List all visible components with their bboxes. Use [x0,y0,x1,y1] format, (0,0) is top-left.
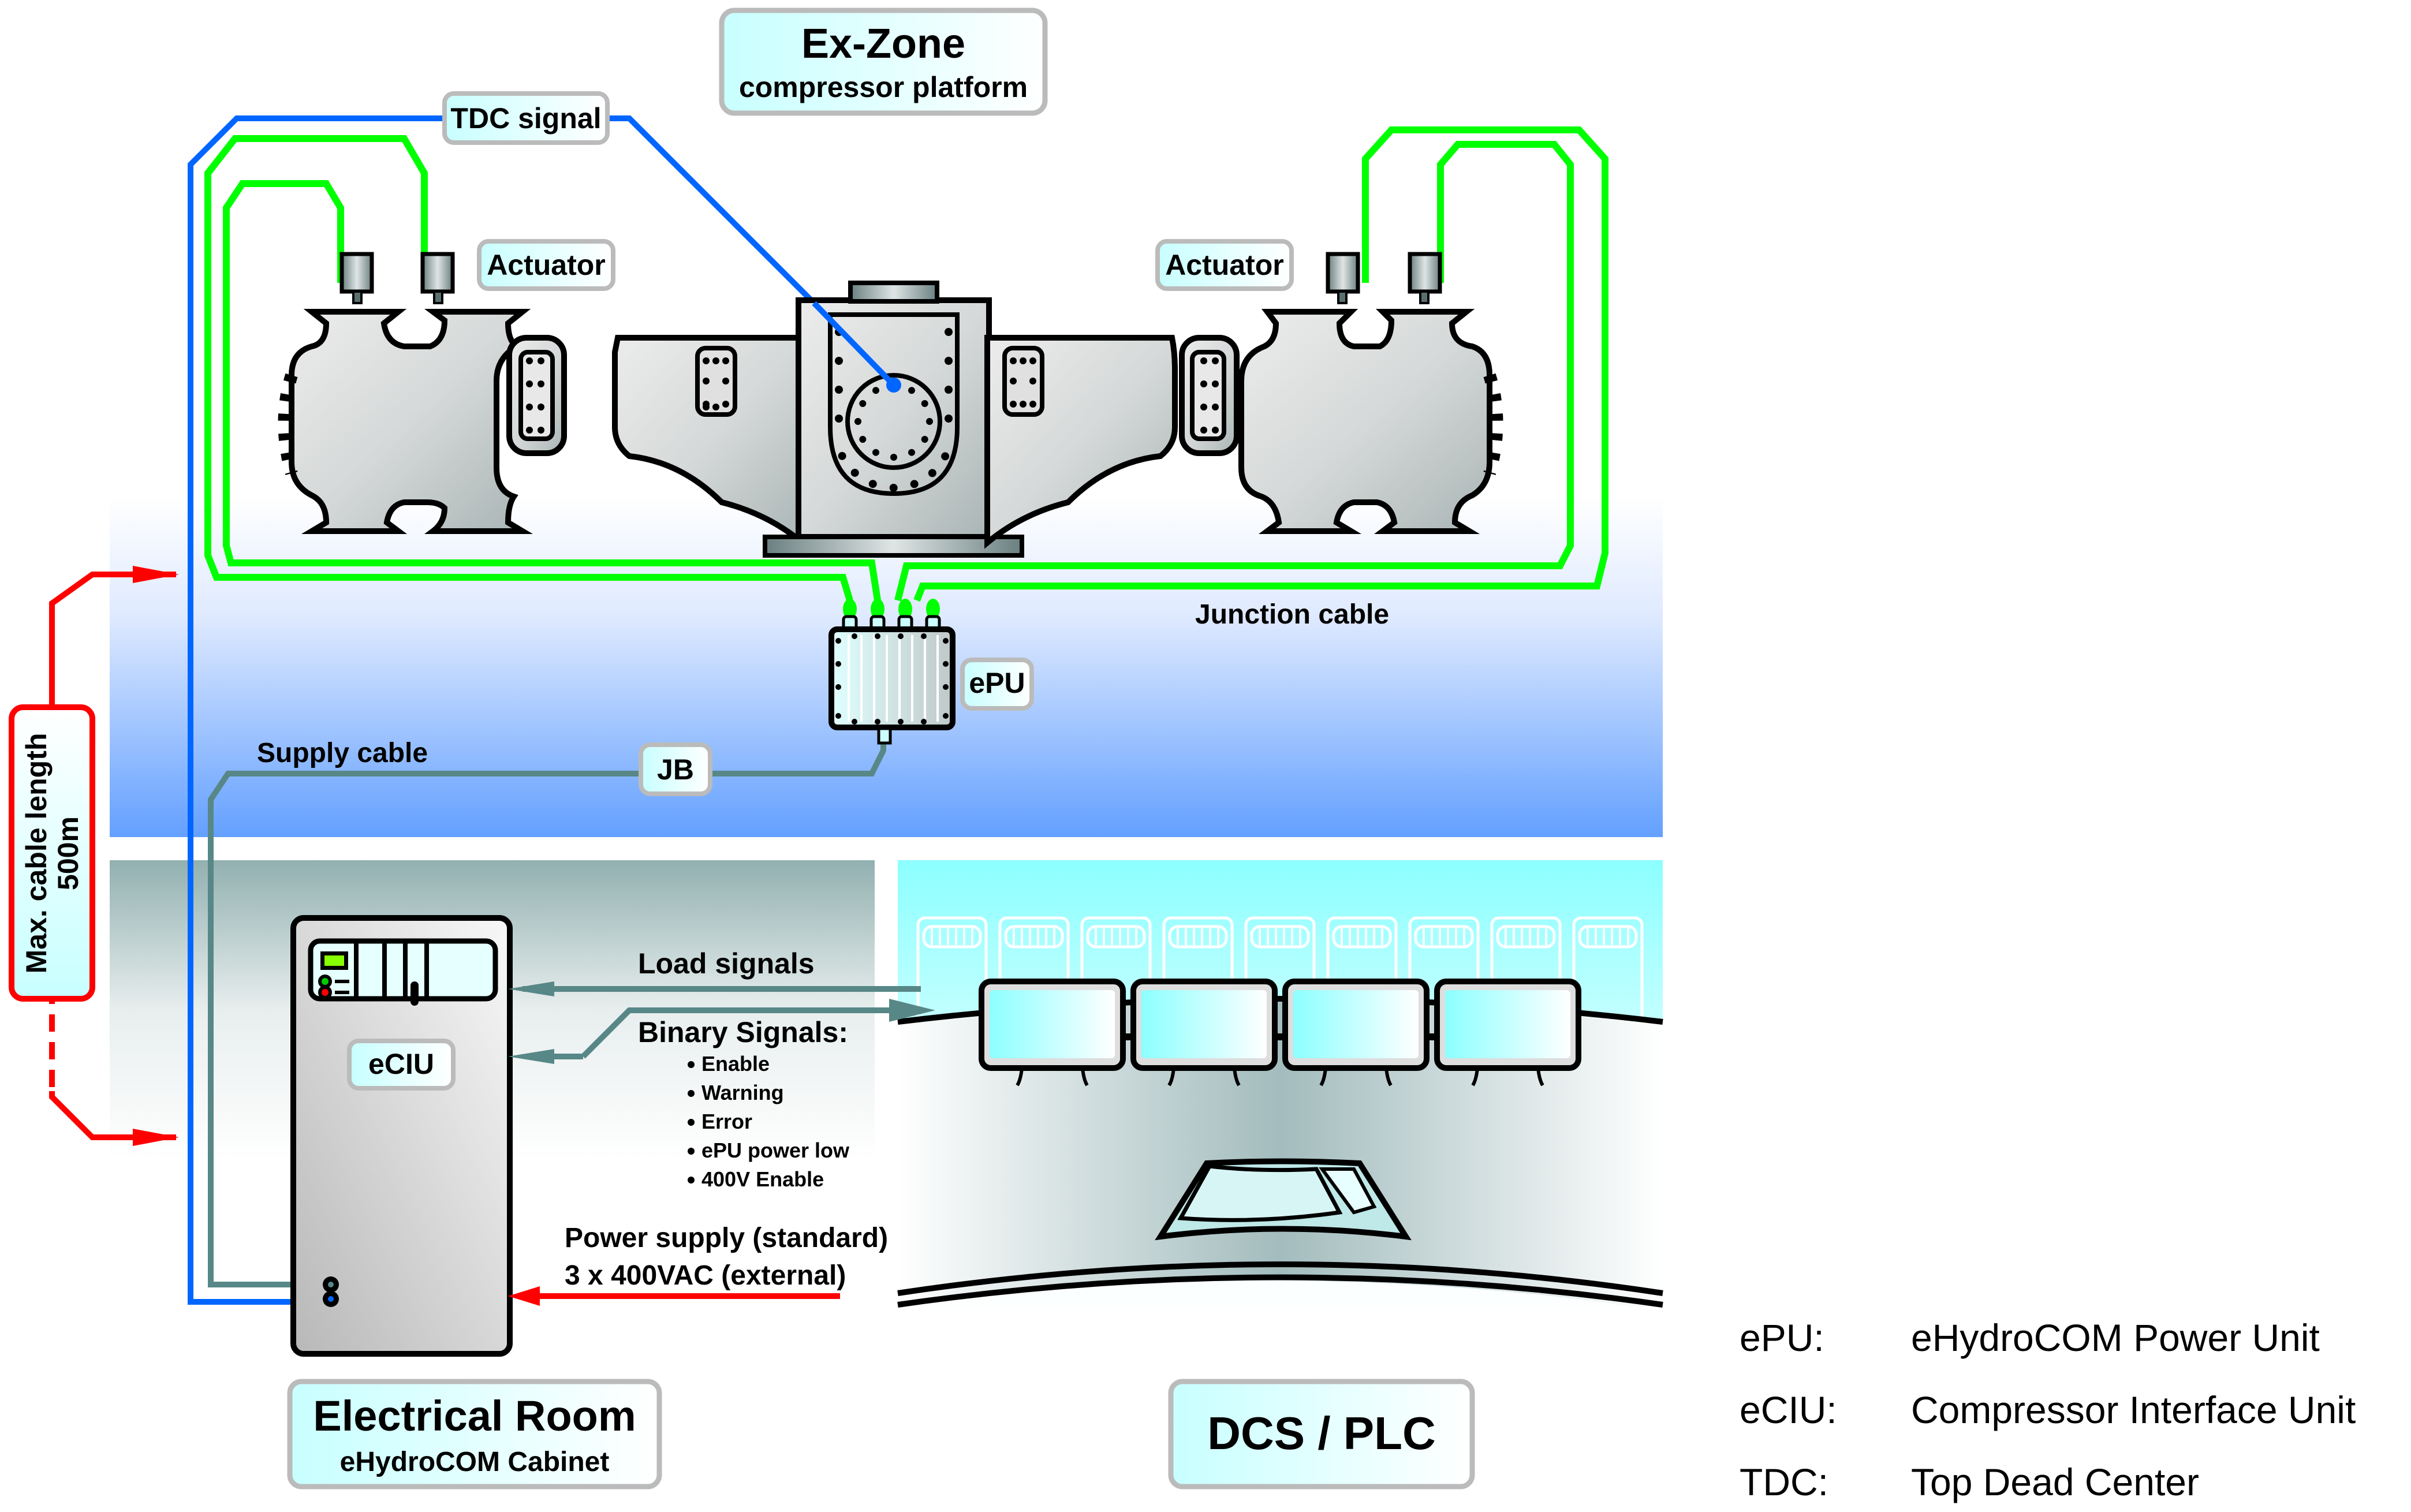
ex-zone-title: Ex-Zone [801,21,965,67]
bullet-icon [688,1148,695,1155]
supply-cable [208,730,886,1287]
supply-cable-label: Supply cable [257,738,428,768]
actuator-right-label-box: Actuator [1155,239,1294,291]
power-supply-arrow [508,1286,840,1306]
keyboard-icon [1155,1158,1412,1241]
junction-connectors [843,599,940,619]
monitor-screen [1282,979,1441,1087]
power-supply-label-line1: Power supply (standard) [565,1223,888,1253]
control-desk [898,999,1663,1311]
bolt-pattern [526,328,1219,492]
desk-bottom-cover [898,1308,1663,1331]
crankcase-base [763,535,1024,558]
electrical-room-title-box: Electrical Room eHydroCOM Cabinet [287,1379,662,1489]
bullet-icon [688,1177,695,1184]
bullet-icon [688,1119,695,1126]
jb-label-box[interactable]: JB [639,742,712,796]
abbreviation-legend: ePU: eHydroCOM Power Unit eCIU: Compressor … [1740,1316,2356,1503]
ex-zone-subtitle: compressor platform [739,71,1028,103]
tdc-sensor-dot [886,378,901,393]
dcs-plc-title: DCS / PLC [1207,1408,1436,1459]
left-cylinder [278,309,533,534]
legend-meaning: eHydroCOM Power Unit [1911,1316,2320,1359]
max-cable-length-line1: Max. cable length [20,733,53,974]
binary-signals-arrow-in [508,1049,583,1064]
bullet-icon [688,1061,695,1068]
electrical-room-subtitle: eHydroCOM Cabinet [340,1447,610,1477]
tdc-signal-cable [188,115,897,1305]
legend-meaning: Compressor Interface Unit [1911,1388,2356,1431]
compressor-illustration [278,252,1503,558]
load-signals-label: Load signals [638,947,815,980]
right-cylinder [1238,309,1503,534]
binary-signal-item: Enable [701,1052,770,1076]
max-cable-length-bracket [9,566,179,1146]
actuator-left-1 [339,252,374,304]
tdc-signal-label: TDC signal [450,102,601,135]
left-crosshead [612,335,805,549]
actuator-left-2 [420,252,455,304]
max-cable-length-line2: 500m [52,816,84,890]
actuator-right-label: Actuator [1165,249,1284,281]
binary-signal-item: ePU power low [701,1138,850,1162]
actuator-right-1 [1326,252,1360,304]
legend-abbreviation: TDC: [1740,1461,1828,1503]
crankcase [796,297,992,540]
actuator-left-label-box: Actuator [477,239,615,291]
ehydrocom-cabinet[interactable] [290,915,513,1357]
junction-cable-right-inner [894,141,1574,602]
epu-label-box: ePU [960,658,1034,711]
junction-cable-label: Junction cable [1195,599,1389,630]
epu-label: ePU [969,667,1025,699]
eciu-label-box: eCIU [347,1039,456,1091]
binary-signal-item: Warning [701,1081,784,1104]
binary-signal-item: 400V Enable [701,1167,824,1191]
desk-edge-bottom-1 [897,1261,1663,1296]
legend-meaning: Top Dead Center [1911,1461,2199,1503]
actuator-left-label: Actuator [487,249,606,281]
tdc-signal-cable-end [812,301,896,387]
binary-signals-title: Binary Signals: [638,1016,848,1048]
ex-zone-title-box: Ex-Zone compressor platform [719,8,1048,116]
junction-cable-left-inner [223,180,881,601]
binary-signals-arrow-out [581,999,935,1059]
electrical-room-title: Electrical Room [313,1392,636,1440]
epu-unit[interactable] [828,615,956,745]
bullet-icon [688,1090,695,1097]
load-signals-arrow [508,981,921,996]
eciu-label: eCIU [368,1048,434,1080]
legend-abbreviation: eCIU: [1740,1388,1837,1431]
monitor-screen [979,979,1137,1087]
monitors [979,979,1581,1087]
jb-label: JB [657,753,694,786]
legend-abbreviation: ePU: [1740,1316,1824,1359]
power-supply-label-line2: 3 x 400VAC (external) [565,1260,846,1291]
monitor-screen [1434,979,1581,1087]
junction-cable-left-outer [204,135,853,602]
binary-signal-item: Error [701,1110,752,1133]
monitor-screen [1130,979,1289,1087]
tdc-signal-label-box: TDC signal [442,91,610,145]
dcs-plc-title-box: DCS / PLC [1168,1379,1475,1489]
actuator-right-2 [1408,252,1442,304]
desk-edge-bottom-2 [897,1274,1663,1308]
junction-cable-right-outer [913,126,1608,602]
